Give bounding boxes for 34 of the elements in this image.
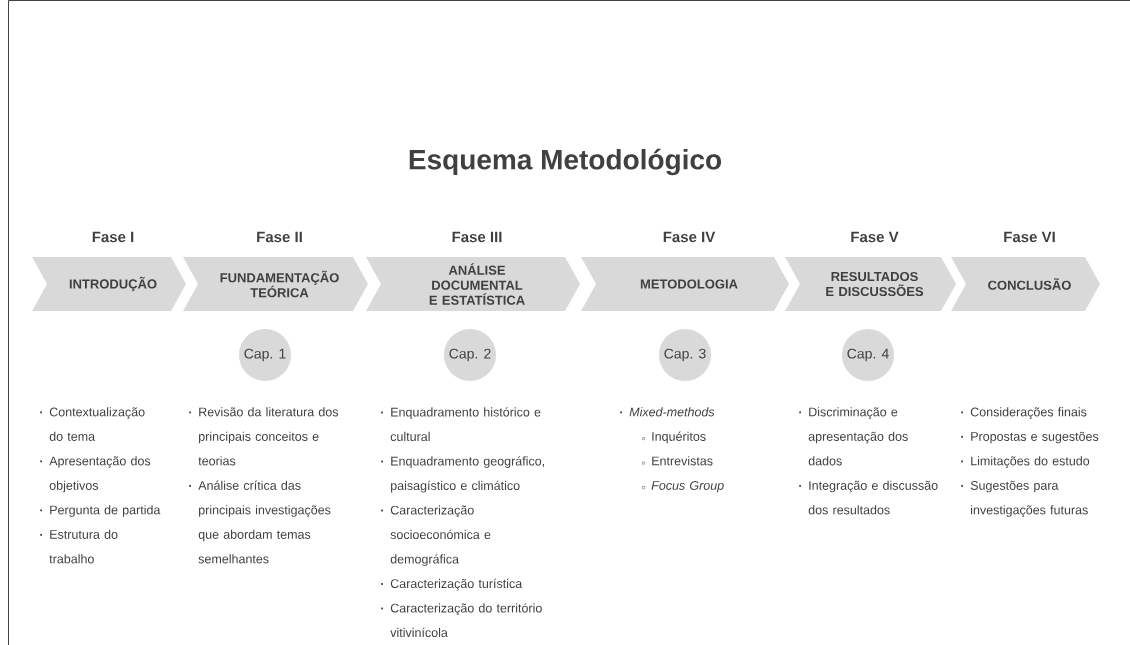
list-item: Discriminação e apresentação dos dados <box>799 407 908 466</box>
list-item: Pergunta de partida <box>40 505 161 517</box>
phase-banner: METODOLOGIA <box>581 257 789 311</box>
phase-heading: Fase I <box>92 231 134 243</box>
phase-banner: FUNDAMENTAÇÃO TEÓRICA <box>183 257 368 311</box>
list-item: Caracterização do território vitivinícola <box>381 603 542 637</box>
list-item: Considerações finais <box>961 407 1087 419</box>
phase-banner: ANÁLISE DOCUMENTAL E ESTATÍSTICA <box>366 257 580 311</box>
phase-heading: Fase V <box>851 231 899 243</box>
list-item: Caracterização socioeconómica e demográfica <box>381 505 491 566</box>
list-item: Propostas e sugestões <box>961 431 1099 444</box>
diagram-title: Esquema Metodológico <box>409 148 722 176</box>
phase-banner: RESULTADOS E DISCUSSÕES <box>785 257 956 311</box>
list-item: Integração e discussão dos resultados <box>799 480 938 515</box>
phase-heading: Fase VI <box>1004 231 1055 243</box>
list-item: Enquadramento histórico e cultural <box>381 407 541 441</box>
list-item: Mixed-methods <box>620 407 715 417</box>
list-item: Apresentação dos objetivos <box>40 456 151 493</box>
phase-banner: INTRODUÇÃO <box>32 257 186 311</box>
phase-heading: Fase III <box>452 231 502 243</box>
list-item: Inquéritos <box>642 431 706 444</box>
list-item: Sugestões para investigações futuras <box>961 480 1088 517</box>
list-item: Enquadramento geográfico, paisagístico e climático <box>381 456 544 493</box>
phase-heading: Fase II <box>257 231 302 243</box>
list-item: Entrevistas <box>642 456 713 466</box>
list-item: Revisão da literatura dos principais conceitos e teorias <box>189 407 339 466</box>
list-item: Limitações do estudo <box>961 456 1090 468</box>
list-item: Análise crítica das principais investigações que abordam temas semelhantes <box>189 480 331 564</box>
list-item: Estrutura do trabalho <box>40 529 118 564</box>
list-item: Contextualização do tema <box>40 407 145 441</box>
phase-banner: CONCLUSÃO <box>951 257 1100 311</box>
list-item: Focus Group <box>642 481 724 493</box>
list-item: Caracterização turística <box>381 578 523 591</box>
phase-heading: Fase IV <box>663 231 716 243</box>
